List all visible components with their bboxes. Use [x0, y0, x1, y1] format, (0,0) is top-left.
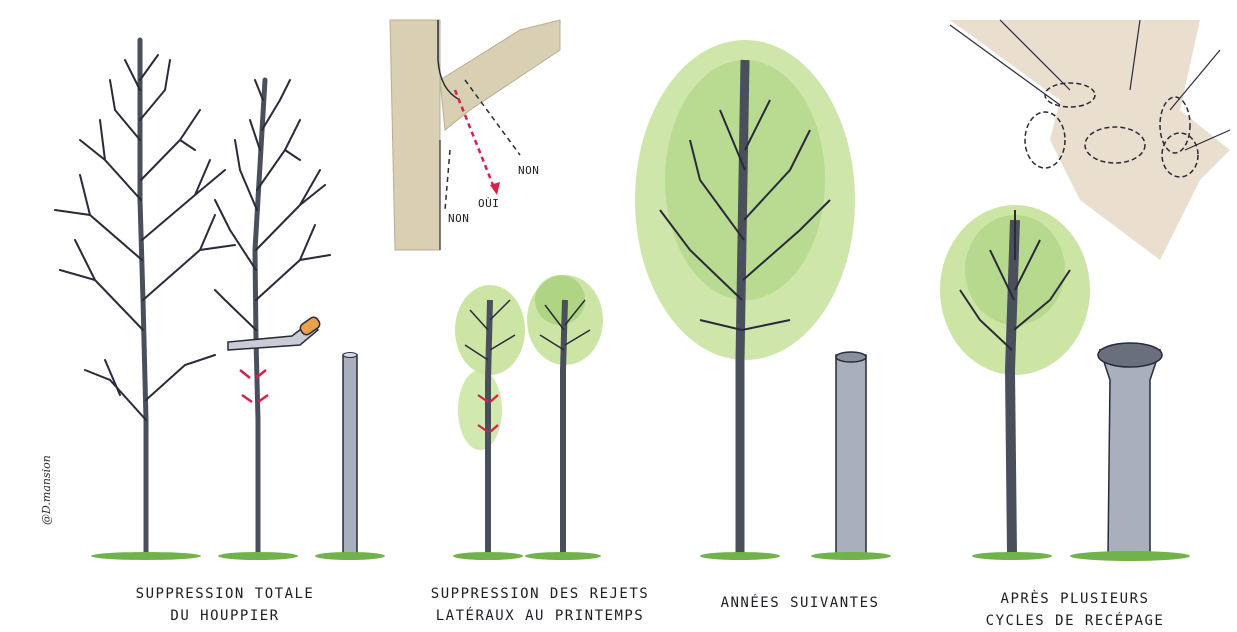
caption-stage-4-line1: APRÈS PLUSIEURS: [965, 588, 1185, 610]
grass-patches-4: [972, 551, 1190, 561]
cut-trunk-stump: [343, 353, 357, 556]
grass-patches-3: [700, 552, 891, 560]
artist-signature: @D.mansion: [40, 455, 53, 525]
large-crown-tree: [635, 40, 855, 555]
caption-stage-1: SUPPRESSION TOTALE DU HOUPPIER: [110, 583, 340, 627]
caption-stage-2-line1: SUPPRESSION DES REJETS: [415, 583, 665, 605]
grass-patches-2: [453, 552, 601, 560]
caption-stage-3-line1: ANNÉES SUIVANTES: [700, 592, 900, 614]
label-non-left: NON: [448, 212, 469, 225]
pollard-knob-trunk: [1098, 343, 1162, 555]
caption-stage-2: SUPPRESSION DES REJETS LATÉRAUX AU PRINT…: [415, 583, 665, 627]
saw-icon: [228, 315, 322, 350]
caption-stage-2-line2: LATÉRAUX AU PRINTEMPS: [415, 605, 665, 627]
leafy-tree-small-right: [527, 275, 603, 555]
caption-stage-4-line2: CYCLES DE RECÉPAGE: [965, 610, 1185, 632]
grass-patches: [91, 552, 385, 560]
stage-1-drawing: [55, 40, 385, 560]
stage-2-drawing: [453, 275, 603, 560]
caption-stage-3: ANNÉES SUIVANTES: [700, 592, 900, 614]
caption-stage-1-line1: SUPPRESSION TOTALE: [110, 583, 340, 605]
stage-4-drawing: [940, 205, 1190, 561]
cut-marks: [240, 370, 268, 402]
branch-collar-detail: [390, 20, 560, 250]
stage-3-drawing: [635, 40, 891, 560]
leafy-tree-small-left: [455, 285, 525, 555]
pollard-tree-leafy: [940, 205, 1090, 555]
caption-stage-4: APRÈS PLUSIEURS CYCLES DE RECÉPAGE: [965, 588, 1185, 632]
stump-stage-3: [836, 352, 866, 555]
bare-tree-left: [55, 40, 235, 555]
caption-stage-1-line2: DU HOUPPIER: [110, 605, 340, 627]
label-non-right: NON: [518, 164, 539, 177]
label-oui: OÙI: [478, 197, 499, 210]
